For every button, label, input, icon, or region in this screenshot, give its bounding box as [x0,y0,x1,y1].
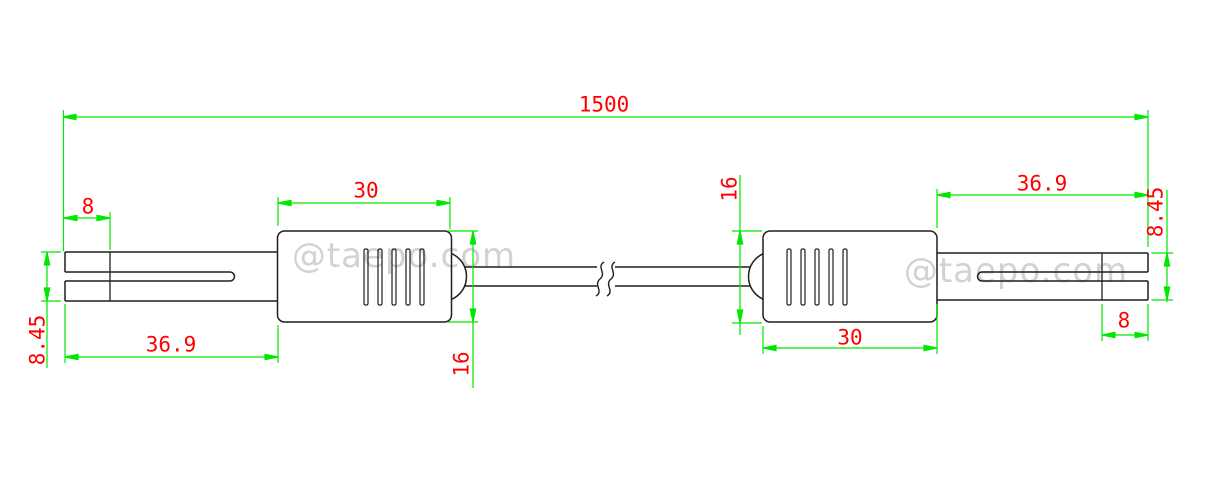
watermark-left: @taepo.com [291,236,517,276]
dim-left-body-height-lines [447,230,478,388]
right-blade-slot [976,271,1148,282]
dim-left-body-length-lines [277,197,451,229]
dim-left-tip-label: 8 [81,194,95,219]
cable-lines [464,266,750,287]
dim-right-body-length-label: 30 [837,325,863,350]
dim-right-body-height-label: 16 [717,176,742,202]
right-strain-relief-dome [747,252,764,301]
dim-right-blade-length-label: 36.9 [1016,171,1068,196]
dim-right-blade-height-label: 8.45 [1143,186,1168,238]
right-connector-ridges [786,248,848,306]
left-connector-ridges [363,248,425,306]
left-connector-body [276,230,468,323]
dim-overall-length-lines [62,110,1149,251]
dim-left-body-length-label: 30 [353,178,379,203]
left-strain-relief-dome [451,252,468,301]
dim-right-blade-length-lines [936,189,1149,228]
dim-left-blade-length-lines [64,304,279,363]
dim-left-blade-height-lines [41,251,61,368]
dim-right-body-height-lines [732,175,762,335]
watermark-right: @taepo.com [903,251,1129,291]
dim-overall-length-label: 1500 [578,92,630,117]
part-outline [64,230,1149,323]
left-blade-slot [65,271,236,282]
dim-right-tip-lines [1101,304,1149,341]
left-plug-blade [64,251,277,302]
dim-left-body-height-label: 16 [449,351,474,377]
dimension-lines [41,110,1173,388]
cable [464,261,750,297]
dim-left-blade-length-label: 36.9 [145,332,197,357]
right-plug-blade [937,252,1149,301]
dim-right-blade-height-lines [1151,190,1173,302]
right-connector-body [747,230,938,323]
dim-left-blade-height-label: 8.45 [25,314,50,366]
cable-break-symbol [595,261,616,297]
dim-right-body-length-lines [762,304,938,354]
dim-right-tip-label: 8 [1117,308,1131,333]
dim-left-tip-lines [63,212,111,250]
